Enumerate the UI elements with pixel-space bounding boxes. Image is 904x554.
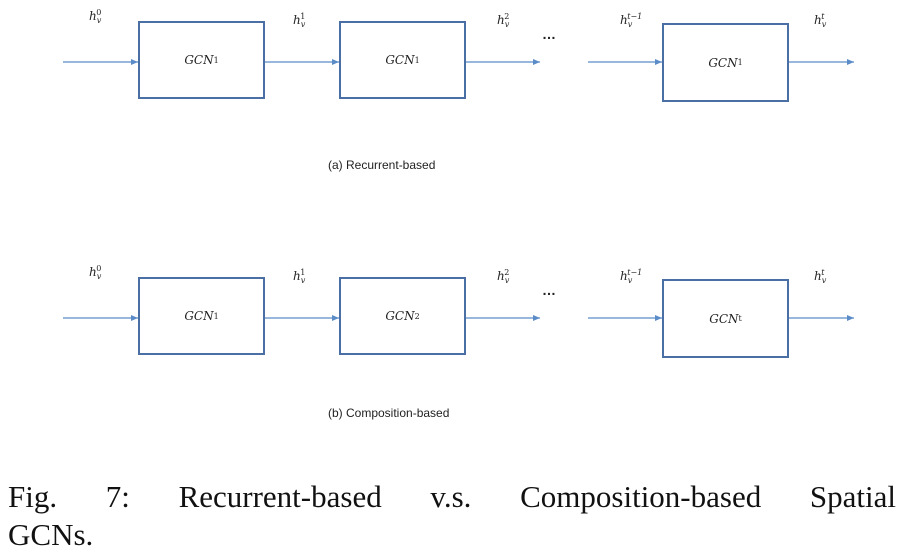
caption-word: v.s. bbox=[430, 479, 472, 514]
ellipsis-a: … bbox=[542, 26, 556, 42]
subcaption-a: (a) Recurrent-based bbox=[328, 158, 436, 172]
arrow-layer bbox=[63, 59, 854, 321]
state-label-b-1: hv1 bbox=[293, 268, 306, 285]
state-label-a-2: hv2 bbox=[497, 12, 510, 29]
state-label-b-0: hv0 bbox=[89, 264, 102, 281]
state-label-a-t-minus-1: hvt−1 bbox=[620, 12, 643, 29]
state-label-a-t: hvt bbox=[814, 12, 827, 29]
figure-caption-line2: GCNs. bbox=[8, 517, 94, 552]
state-label-a-0: hv0 bbox=[89, 8, 102, 25]
state-label-b-t: hvt bbox=[814, 268, 827, 285]
state-label-b-2: hv2 bbox=[497, 268, 510, 285]
state-label-b-t-minus-1: hvt−1 bbox=[620, 268, 643, 285]
caption-word: Fig. bbox=[8, 479, 58, 514]
ellipsis-b: … bbox=[542, 282, 556, 298]
subcaption-b: (b) Composition-based bbox=[328, 406, 450, 420]
caption-word: 7: bbox=[105, 479, 130, 514]
caption-word: Spatial bbox=[809, 479, 896, 514]
state-label-a-1: hv1 bbox=[293, 12, 306, 29]
figure-caption-line1: Fig. 7: Recurrent-based v.s. Composition… bbox=[8, 478, 896, 516]
caption-word: Recurrent-based bbox=[178, 479, 382, 514]
caption-word: Composition-based bbox=[520, 479, 762, 514]
figure-caption: Fig. 7: Recurrent-based v.s. Composition… bbox=[8, 478, 896, 554]
